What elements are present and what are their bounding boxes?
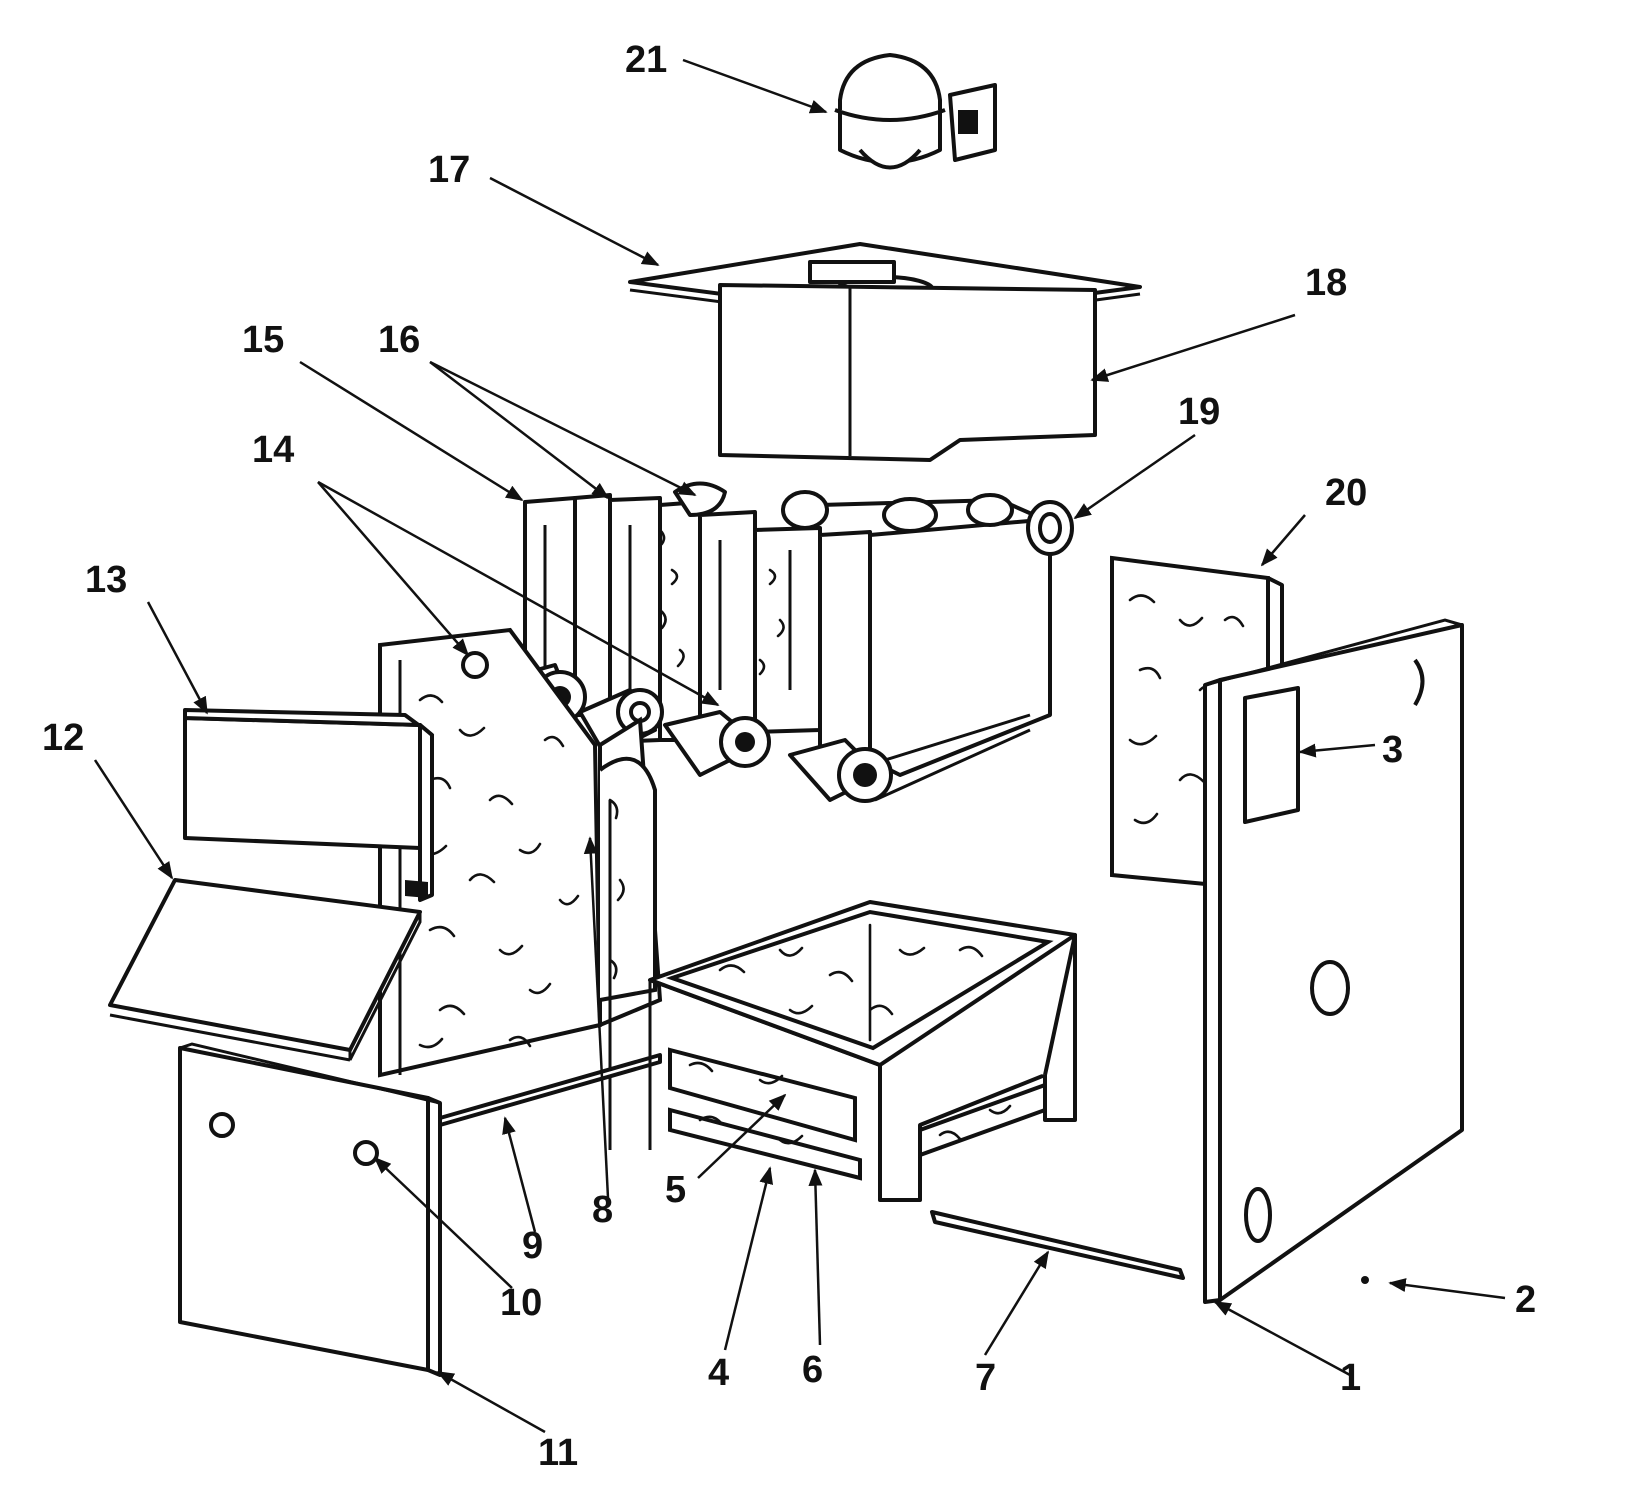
callout-21: 21 xyxy=(625,39,667,81)
callout-8: 8 xyxy=(592,1189,613,1231)
callout-20: 20 xyxy=(1325,472,1367,514)
callout-12: 12 xyxy=(42,717,84,759)
part-21-draft-hood xyxy=(834,53,997,170)
part-9-bottom-rail xyxy=(438,1053,662,1127)
part-18-flue-collector xyxy=(718,260,1097,462)
callout-3: 3 xyxy=(1382,729,1403,771)
callout-1: 1 xyxy=(1340,1357,1361,1399)
callout-17: 17 xyxy=(428,149,470,191)
part-13-upper-panel xyxy=(183,708,434,902)
callout-16: 16 xyxy=(378,319,420,361)
part-11-lower-door xyxy=(178,1042,442,1377)
callout-6: 6 xyxy=(802,1349,823,1391)
part-12-tilted-panel xyxy=(108,878,422,1062)
callout-5: 5 xyxy=(665,1169,686,1211)
callout-10: 10 xyxy=(500,1282,542,1324)
callout-4: 4 xyxy=(708,1352,729,1394)
callout-2: 2 xyxy=(1515,1279,1536,1321)
part-heat-exchanger xyxy=(498,481,1074,803)
callout-15: 15 xyxy=(242,319,284,361)
part-burner-tray xyxy=(648,900,1077,1202)
callout-9: 9 xyxy=(522,1225,543,1267)
callout-11: 11 xyxy=(538,1432,578,1474)
callout-14: 14 xyxy=(252,429,294,471)
callout-7: 7 xyxy=(975,1357,996,1399)
callout-13: 13 xyxy=(85,559,127,601)
callout-19: 19 xyxy=(1178,391,1220,433)
leader-lines xyxy=(93,58,1506,1434)
part-1-side-panel xyxy=(1203,618,1464,1304)
callout-18: 18 xyxy=(1305,262,1347,304)
callouts: 21 17 18 15 16 19 14 20 13 12 3 8 5 9 10… xyxy=(42,39,1536,1474)
part-7-rod xyxy=(930,1210,1185,1280)
